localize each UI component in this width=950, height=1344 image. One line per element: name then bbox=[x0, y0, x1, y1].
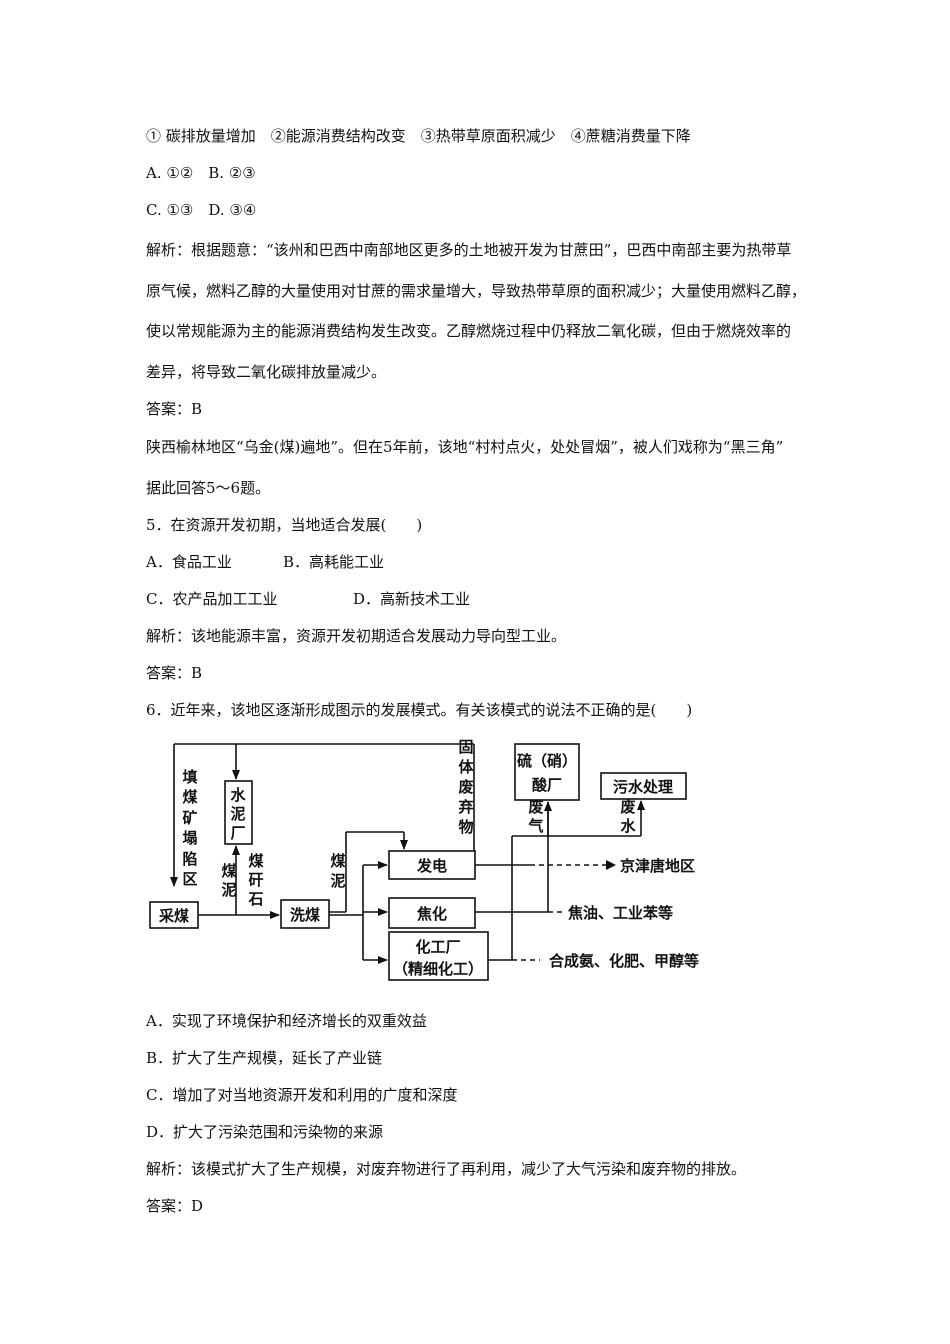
label-fill-6: 区 bbox=[182, 870, 197, 888]
box-coking bbox=[388, 897, 476, 929]
label-fill-3: 矿 bbox=[182, 809, 197, 827]
label-fill-2: 煤 bbox=[182, 788, 197, 806]
label-out-coking: 焦油、工业苯等 bbox=[567, 904, 673, 922]
label-chem-1: 化工厂 bbox=[415, 938, 460, 956]
q6-stem: 6．近年来，该地区逐渐形成图示的发展模式。有关该模式的说法不正确的是( ) bbox=[146, 701, 693, 719]
label-cement-2: 泥 bbox=[230, 805, 245, 823]
q5-stem: 5．在资源开发初期，当地适合发展( ) bbox=[146, 516, 423, 534]
label-slime-b-1: 煤 bbox=[330, 852, 345, 870]
label-slime-a-1: 煤 bbox=[221, 862, 236, 880]
q5-option-d: D．高新技术工业 bbox=[353, 590, 471, 608]
label-fill-5: 陷 bbox=[182, 850, 197, 868]
q6-analysis: 解析：该模式扩大了生产规模，对废弃物进行了再利用，减少了大气污染和废弃物的排放。 bbox=[146, 1160, 747, 1178]
q6-option-d: D．扩大了污染范围和污染物的来源 bbox=[146, 1123, 384, 1141]
box-cement bbox=[224, 780, 253, 845]
label-sewage: 污水处理 bbox=[613, 778, 673, 796]
q6-option-c: C．增加了对当地资源开发和利用的广度和深度 bbox=[146, 1086, 458, 1104]
label-gangue-2: 矸 bbox=[248, 871, 263, 889]
label-slime-b-2: 泥 bbox=[330, 872, 345, 890]
label-out-chem: 合成氨、化肥、甲醇等 bbox=[548, 952, 699, 970]
label-gangue-1: 煤 bbox=[248, 852, 263, 870]
label-solid-4: 弃 bbox=[458, 798, 473, 816]
label-out-power: 京津唐地区 bbox=[620, 857, 695, 875]
analysis-line-4: 差异，将导致二氧化碳排放量减少。 bbox=[146, 363, 387, 381]
label-solid-2: 体 bbox=[458, 758, 474, 776]
analysis-line-3: 使以常规能源为主的能源消费结构发生改变。乙醇燃烧过程中仍释放二氧化碳，但由于燃烧… bbox=[146, 322, 792, 340]
label-fill-4: 塌 bbox=[182, 829, 197, 847]
label-cement-1: 水 bbox=[230, 786, 246, 804]
label-solid-1: 固 bbox=[458, 738, 473, 756]
label-slime-a-2: 泥 bbox=[221, 881, 236, 899]
label-water-2: 水 bbox=[620, 817, 636, 835]
label-acid-1: 硫（硝） bbox=[517, 752, 577, 770]
label-gangue-3: 石 bbox=[247, 890, 263, 908]
label-chem-2: （精细化工） bbox=[393, 960, 483, 978]
label-coking: 焦化 bbox=[416, 905, 447, 923]
q5-analysis: 解析：该地能源丰富，资源开发初期适合发展动力导向型工业。 bbox=[146, 627, 567, 645]
label-solid-5: 物 bbox=[458, 818, 473, 836]
label-fill-1: 填 bbox=[182, 768, 197, 786]
q5-option-c: C．农产品加工工业 bbox=[146, 590, 278, 608]
option-c-d: C. ①③ D. ③④ bbox=[146, 201, 257, 219]
answer-1: 答案：B bbox=[146, 400, 203, 418]
q6-answer: 答案：D bbox=[146, 1197, 204, 1215]
q6-option-a: A．实现了环境保护和经济增长的双重效益 bbox=[146, 1012, 427, 1030]
label-cement-3: 厂 bbox=[230, 824, 245, 842]
label-power: 发电 bbox=[416, 857, 447, 875]
label-gas-1: 废 bbox=[528, 798, 543, 816]
q5-answer: 答案：B bbox=[146, 664, 203, 682]
q5-option-a: A．食品工业 bbox=[146, 553, 232, 571]
box-acid bbox=[514, 743, 580, 801]
label-solid-3: 废 bbox=[458, 778, 473, 796]
analysis-line-1: 解析：根据题意：“该州和巴西中南部地区更多的土地被开发为甘蔗田”，巴西中南部主要… bbox=[146, 241, 792, 259]
box-sewage bbox=[600, 772, 687, 800]
label-washing: 洗煤 bbox=[290, 906, 320, 924]
option-a-b: A. ①② B. ②③ bbox=[146, 164, 256, 182]
label-water-1: 废 bbox=[620, 798, 635, 816]
choices-line: ① 碳排放量增加 ②能源消费结构改变 ③热带草原面积减少 ④蔗糖消费量下降 bbox=[146, 127, 691, 145]
analysis-line-2: 原气候，燃料乙醇的大量使用对甘蔗的需求量增大，导致热带草原的面积减少；大量使用燃… bbox=[146, 282, 807, 300]
label-mining: 采煤 bbox=[158, 907, 189, 925]
label-acid-2: 酸厂 bbox=[532, 776, 562, 794]
label-gas-2: 气 bbox=[527, 817, 543, 835]
box-chem bbox=[388, 931, 489, 981]
q6-option-b: B．扩大了生产规模，延长了产业链 bbox=[146, 1049, 383, 1067]
q5-option-b: B．高耗能工业 bbox=[283, 553, 385, 571]
box-washing bbox=[280, 899, 330, 929]
intro-line-1: 陕西榆林地区“乌金(煤)遍地”。但在5年前，该地“村村点火，处处冒烟”，被人们戏… bbox=[146, 438, 784, 456]
intro-line-2: 据此回答5～6题。 bbox=[146, 479, 271, 497]
